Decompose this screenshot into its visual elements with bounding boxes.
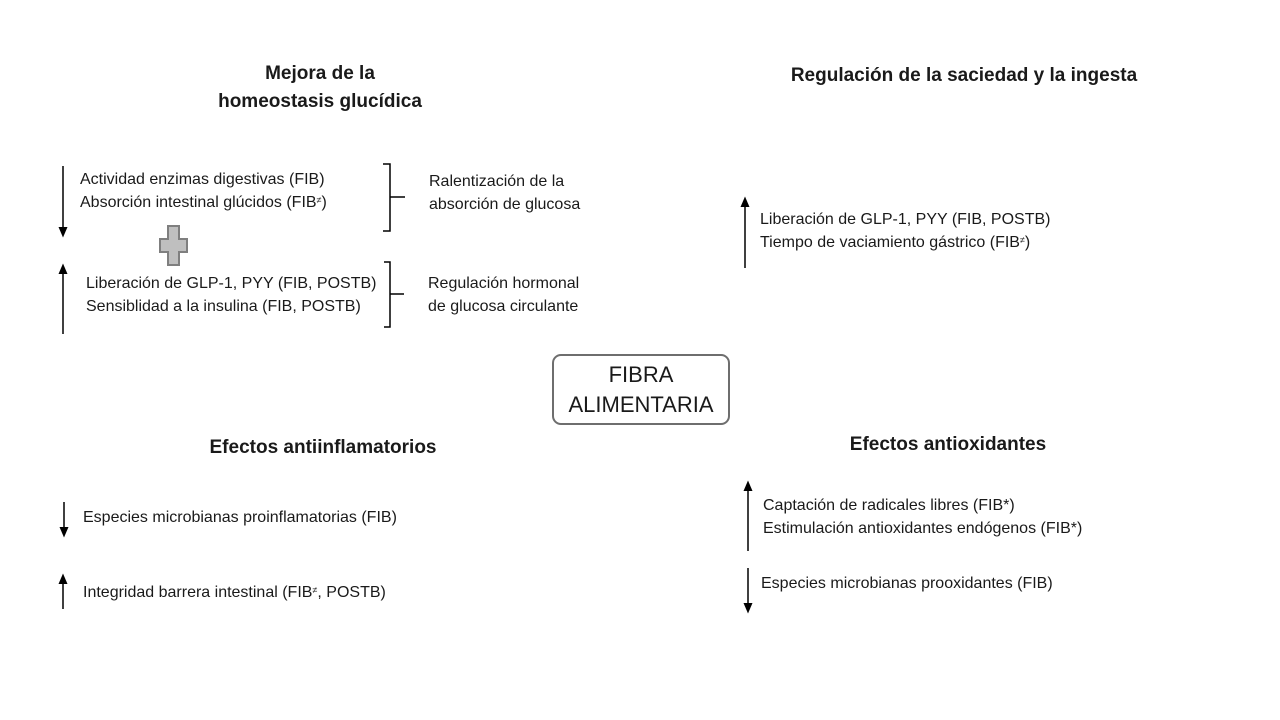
antioxidant-section-title: Efectos antioxidantes	[849, 434, 1047, 455]
antiinflammatory-section-title: Efectos antiinflamatorios	[209, 437, 437, 458]
list-item: Sensiblidad a la insulina (FIB, POSTB)	[86, 298, 361, 315]
list-item: Integridad barrera intestinal (FIB≠, POS…	[83, 584, 386, 601]
list-item: Tiempo de vaciamiento gástrico (FIB≠)	[760, 234, 1031, 251]
center-line-2: ALIMENTARIA	[568, 391, 714, 417]
bracket-icon	[383, 163, 405, 232]
center-line-1: FIBRA	[608, 361, 674, 387]
glucose-group1-items: Actividad enzimas digestivas (FIB) Absor…	[80, 168, 327, 214]
list-item: Captación de radicales libres (FIB*)	[763, 497, 1015, 514]
glucose-section-title: Mejora de la homeostasis glucídica	[218, 63, 422, 112]
list-item: Liberación de GLP-1, PYY (FIB, POSTB)	[760, 211, 1051, 228]
plus-icon	[159, 225, 188, 266]
antioxidant-items: Captación de radicales libres (FIB*) Est…	[763, 494, 1082, 540]
list-item: Liberación de GLP-1, PYY (FIB, POSTB)	[86, 275, 377, 292]
list-item: Absorción intestinal glúcidos (FIB≠)	[80, 194, 327, 211]
glucose-group2-items: Liberación de GLP-1, PYY (FIB, POSTB) Se…	[86, 272, 377, 318]
bracket-icon	[384, 261, 404, 328]
list-item: Especies microbianas proinflamatorias (F…	[83, 509, 397, 526]
list-item: Estimulación antioxidantes endógenos (FI…	[763, 520, 1083, 537]
satiety-items: Liberación de GLP-1, PYY (FIB, POSTB) Ti…	[760, 208, 1051, 254]
glucose-group2-outcome: Regulación hormonal de glucosa circulant…	[428, 275, 580, 315]
list-item: Actividad enzimas digestivas (FIB)	[80, 171, 325, 188]
list-item: Especies microbianas prooxidantes (FIB)	[761, 575, 1053, 592]
center-concept-box: FIBRA ALIMENTARIA	[552, 354, 730, 425]
satiety-section-title: Regulación de la saciedad y la ingesta	[790, 65, 1138, 86]
glucose-group1-outcome: Ralentización de la absorción de glucosa	[429, 173, 581, 213]
